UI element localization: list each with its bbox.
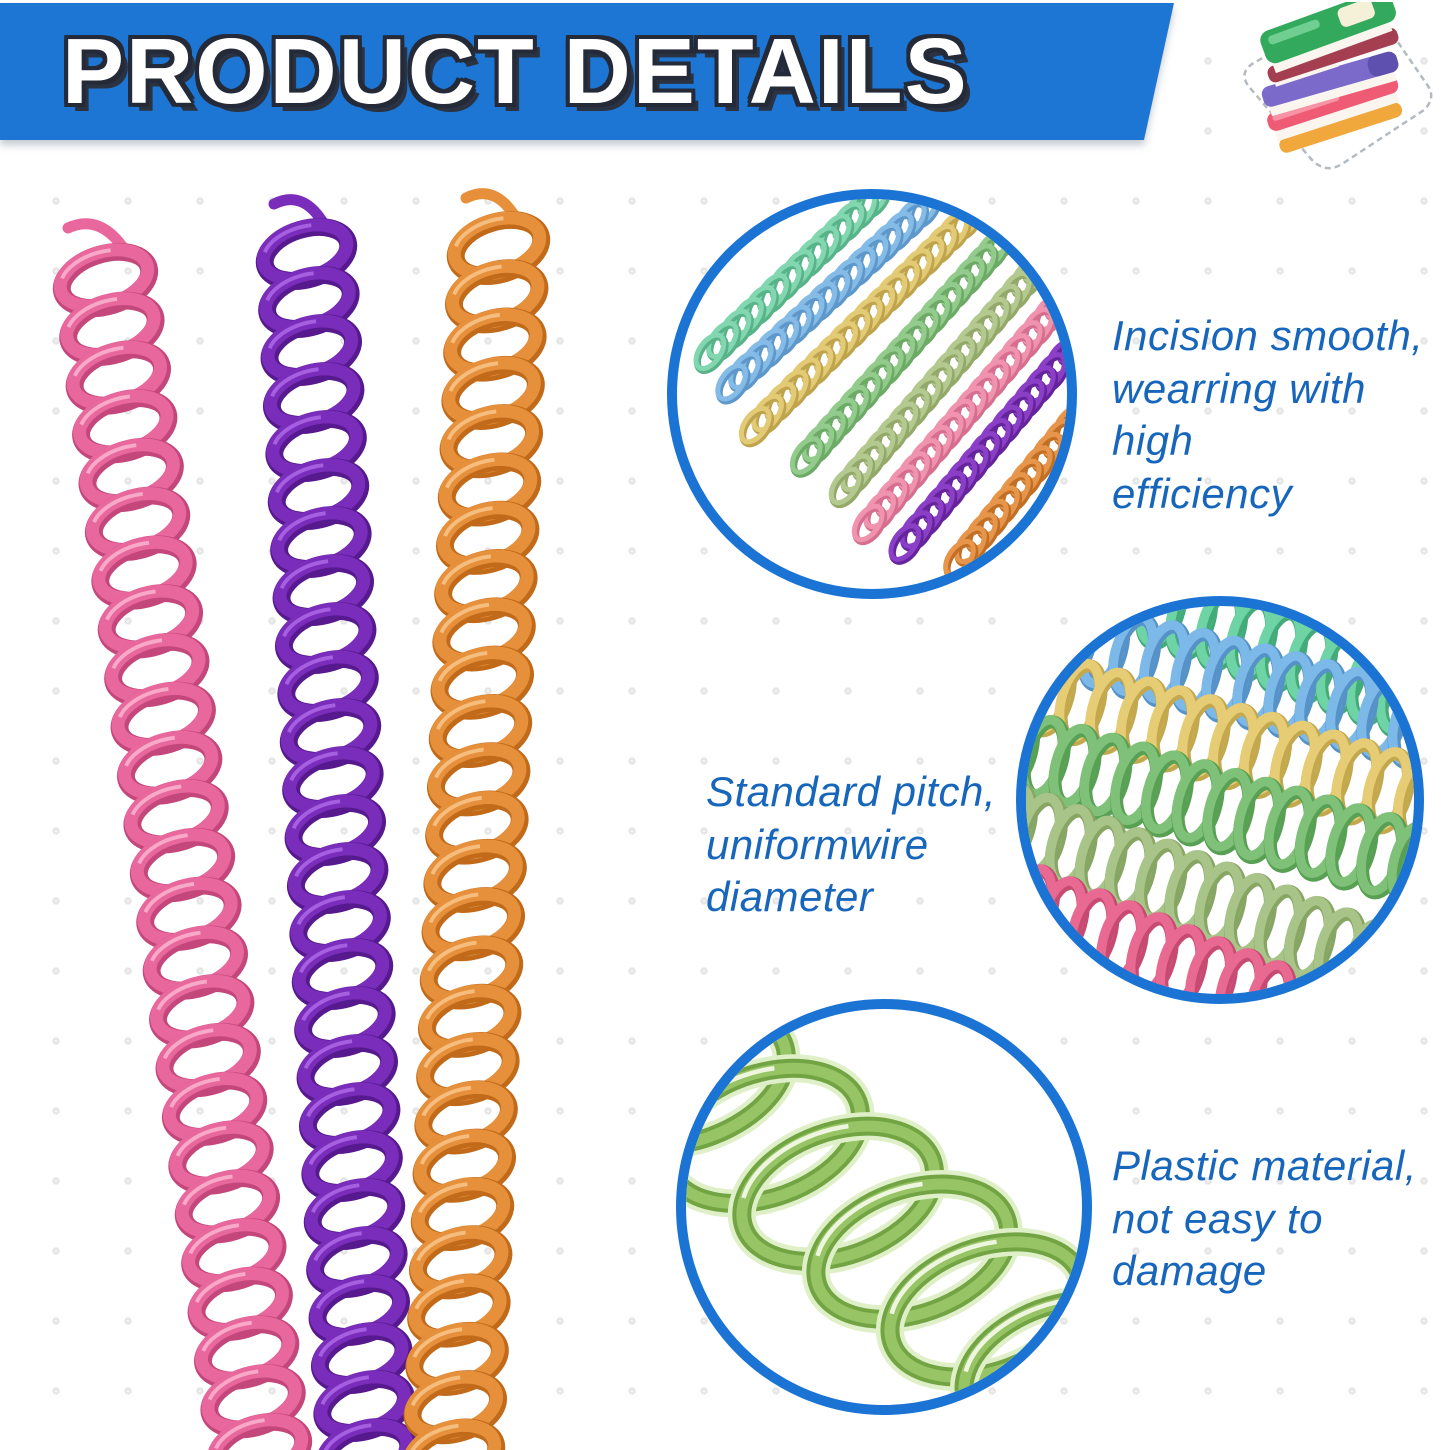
assorted-spirals-photo — [693, 199, 1067, 581]
feature-text-incision: Incision smooth, wearring with high effi… — [1112, 312, 1424, 517]
book-third — [1261, 51, 1399, 117]
books-stack — [1260, 2, 1403, 153]
book-top — [1260, 2, 1396, 74]
books-stack-icon — [1243, 2, 1433, 170]
feature-text-material: Plastic material, not easy to damage — [1112, 1142, 1417, 1294]
inset-circle-green-spiral-closeup — [676, 999, 1092, 1415]
green-spiral-closeup-photo — [686, 1009, 1082, 1405]
header-banner: PRODUCT DETAILS — [0, 3, 1174, 140]
pitch-spirals-photo — [1026, 606, 1414, 994]
feature-text-pitch: Standard pitch, uniformwire diameter — [706, 768, 997, 920]
inset-circle-pitch-spirals — [1016, 596, 1424, 1004]
header-banner-shape: PRODUCT DETAILS — [0, 3, 1174, 140]
book-second — [1267, 27, 1399, 87]
page-title: PRODUCT DETAILS — [62, 19, 969, 123]
inset-circle-assorted-spirals — [667, 189, 1077, 599]
